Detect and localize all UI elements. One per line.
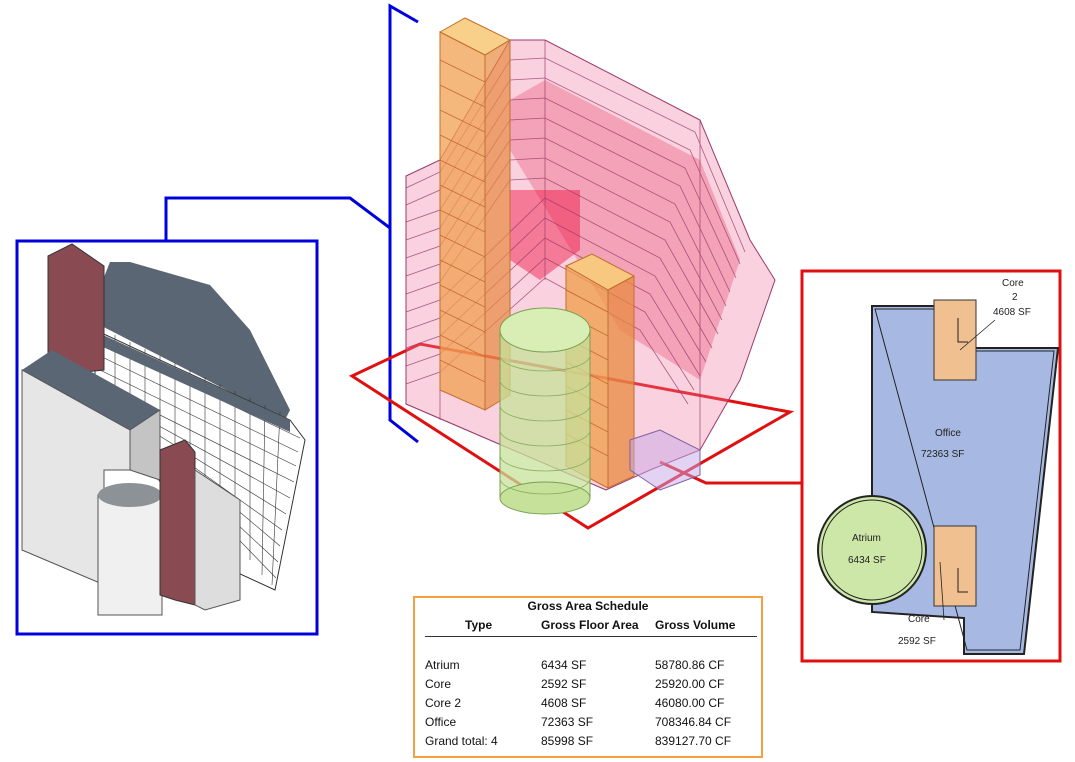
cell-volume: 46080.00 CF	[655, 696, 725, 710]
table-row: Core 2 4608 SF 46080.00 CF	[425, 696, 757, 714]
cell-area: 85998 SF	[541, 734, 594, 748]
table-row: Atrium 6434 SF 58780.86 CF	[425, 658, 757, 676]
cell-area: 2592 SF	[541, 677, 587, 691]
cell-type: Grand total: 4	[425, 734, 498, 748]
core-2-name: Core	[1002, 278, 1024, 289]
atrium-room	[817, 495, 927, 605]
core-area: 2592 SF	[898, 636, 936, 647]
schedule-header: Type Gross Floor Area Gross Volume	[425, 618, 757, 637]
atrium-mass	[499, 307, 591, 515]
gross-area-schedule: Gross Area Schedule Type Gross Floor Are…	[413, 596, 763, 758]
office-area: 72363 SF	[921, 449, 965, 460]
atrium-area: 6434 SF	[848, 555, 886, 566]
column-header-type: Type	[465, 618, 493, 632]
cell-volume: 708346.84 CF	[655, 715, 732, 729]
core-2-number: 2	[1012, 292, 1018, 303]
table-row-total: Grand total: 4 85998 SF 839127.70 CF	[425, 734, 757, 752]
cell-area: 4608 SF	[541, 696, 587, 710]
office-name: Office	[935, 428, 961, 439]
core-name: Core	[908, 614, 930, 625]
cell-volume: 25920.00 CF	[655, 677, 725, 691]
table-row: Office 72363 SF 708346.84 CF	[425, 715, 757, 733]
column-header-area: Gross Floor Area	[541, 618, 639, 632]
cell-type: Core 2	[425, 696, 462, 710]
cell-type: Core	[425, 677, 452, 691]
cell-type: Office	[425, 715, 457, 729]
floor-plan	[817, 299, 1060, 655]
cell-volume: 839127.70 CF	[655, 734, 732, 748]
core-2-mass	[438, 17, 512, 411]
core-room	[933, 525, 977, 607]
atrium-name: Atrium	[852, 533, 881, 544]
cell-volume: 58780.86 CF	[655, 658, 725, 672]
schedule-title: Gross Area Schedule	[527, 599, 649, 613]
curtain-wall-detail	[21, 243, 306, 616]
cell-type: Atrium	[425, 658, 460, 672]
table-row: Core 2592 SF 25920.00 CF	[425, 677, 757, 695]
cell-area: 6434 SF	[541, 658, 587, 672]
base-box	[629, 429, 701, 491]
column-header-volume: Gross Volume	[655, 618, 736, 632]
cell-area: 72363 SF	[541, 715, 594, 729]
core-2-area: 4608 SF	[993, 307, 1031, 318]
detail-callout-leader	[164, 3, 419, 444]
core-2-room	[933, 299, 977, 381]
